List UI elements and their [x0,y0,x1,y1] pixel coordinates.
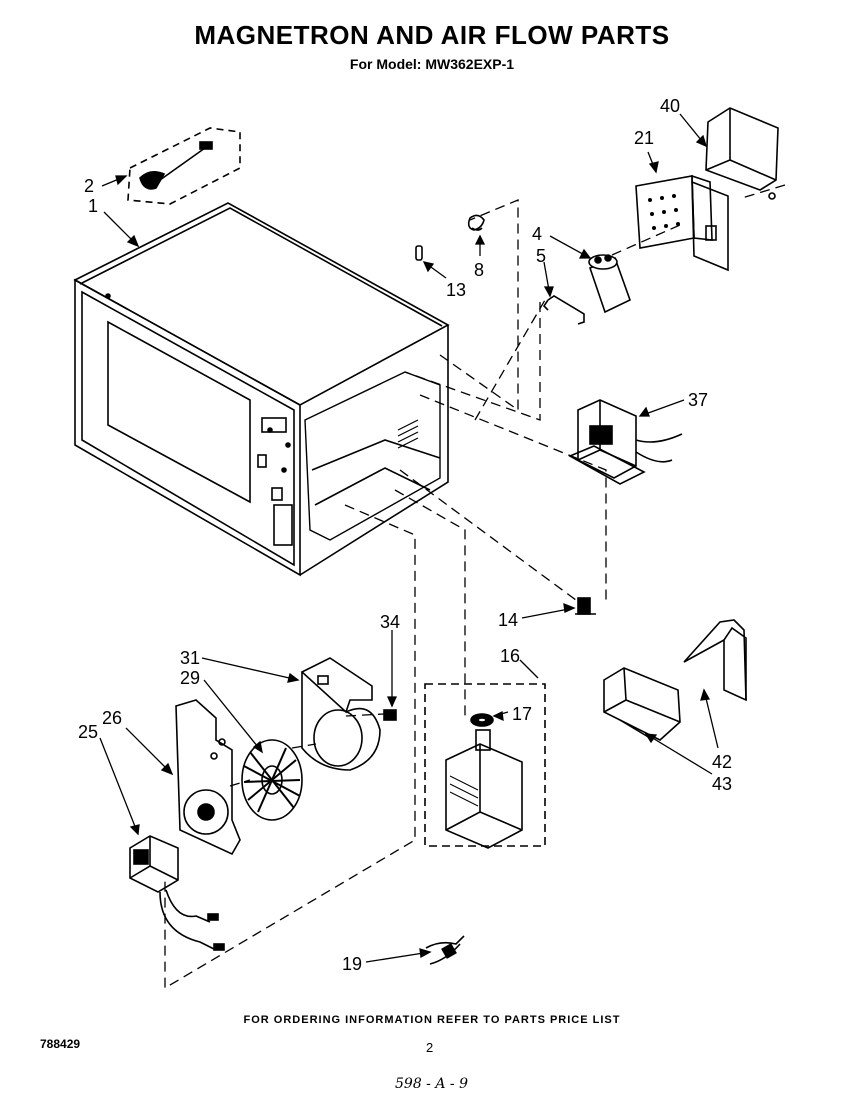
callout-13: 13 [446,280,466,300]
callout-8: 8 [474,260,484,280]
part-16-magnetron [424,683,546,849]
callout-21: 21 [634,128,654,148]
callout-5: 5 [536,246,546,266]
part-14-thermostat [575,597,596,615]
part-5-bracket [542,295,585,325]
part-1-oven-cabinet [73,202,450,577]
leader-lines [99,113,719,963]
callout-31: 31 [180,648,200,668]
callout-29: 29 [180,668,200,688]
part-19-wire-tie [425,935,465,965]
callout-40: 40 [660,96,680,116]
part-31-fan-housing [300,657,381,771]
callout-42: 42 [712,752,732,772]
part-2-door-catch [127,127,241,205]
callout-43: 43 [712,774,732,794]
callout-2: 2 [84,176,94,196]
callout-25: 25 [78,722,98,742]
part-21-mount [635,174,729,272]
part-34-nut [383,709,397,721]
part-37-transformer [568,399,683,485]
assembly-lines [164,184,786,990]
callout-14: 14 [498,610,518,630]
callout-1: 1 [88,196,98,216]
part-13-screw [415,245,423,261]
part-43-duct [603,667,681,741]
part-17-gasket [470,713,494,727]
callout-4: 4 [532,224,542,244]
part-4-capacitor [588,254,631,314]
page-title: MAGNETRON AND AIR FLOW PARTS [194,20,670,50]
callout-17: 17 [512,704,532,724]
document-number: 788429 [40,1037,81,1051]
part-8-clip [467,214,485,231]
callout-19: 19 [342,954,362,974]
callout-37: 37 [688,390,708,410]
callout-16: 16 [500,646,520,666]
part-26-bracket [175,699,241,856]
part-40-cover [705,107,779,200]
model-subtitle: For Model: MW362EXP-1 [349,56,515,72]
part-29-fan-blade [241,739,303,821]
page-number: 2 [426,1040,434,1055]
ordering-note: FOR ORDERING INFORMATION REFER TO PARTS … [243,1014,621,1026]
handwritten-annotation: 598 - A - 9 [395,1076,469,1092]
callout-labels: 2 1 40 21 4 5 8 13 37 14 16 17 19 31 29 … [78,96,732,974]
callout-34: 34 [380,612,400,632]
part-42-air-guide [683,619,747,702]
part-25-fan-motor [129,835,225,951]
callout-26: 26 [102,708,122,728]
